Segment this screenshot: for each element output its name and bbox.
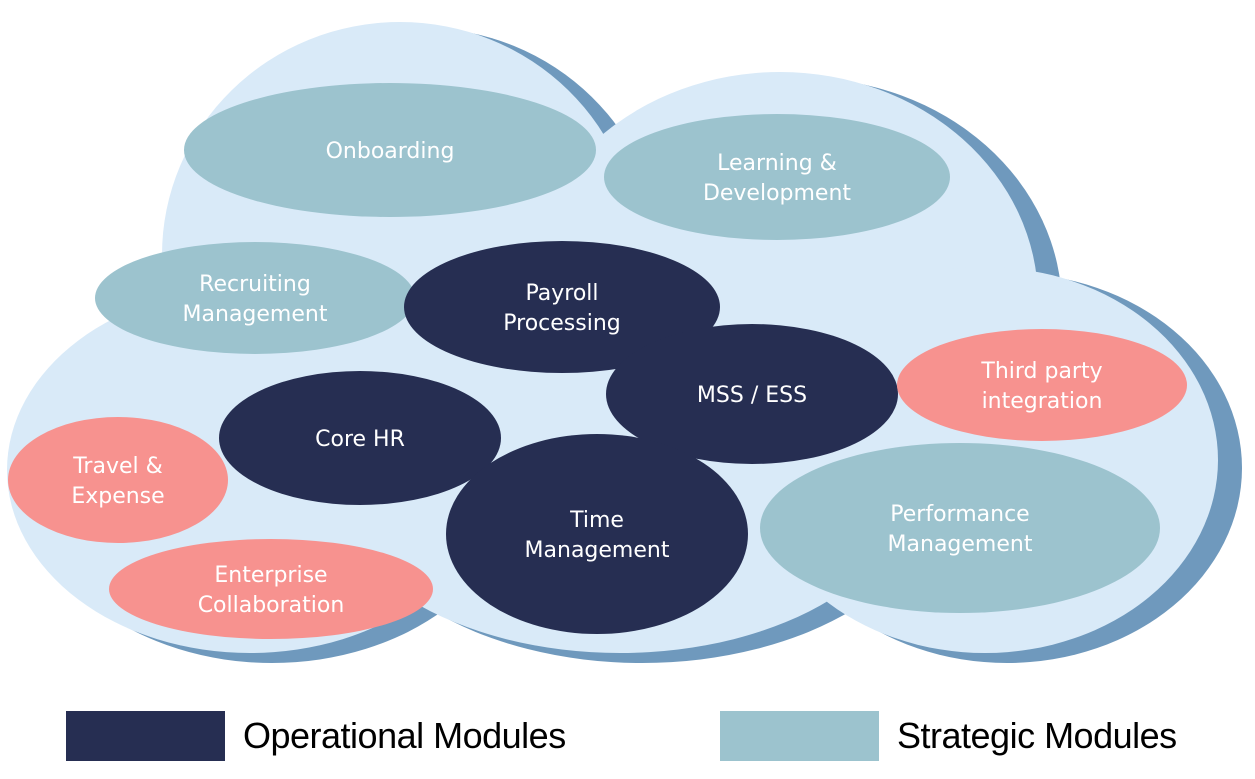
module-travel-expense: Travel & Expense — [8, 417, 228, 543]
module-mss-ess: MSS / ESS — [606, 324, 898, 464]
legend-label-strategic: Strategic Modules — [897, 715, 1177, 756]
hr-cloud-diagram: Onboarding Learning & DevelopmentRecruitin… — [7, 22, 1242, 663]
legend-item-operational: Operational Modules — [66, 711, 566, 761]
module-label: Enterprise — [214, 563, 327, 588]
module-ellipse — [897, 329, 1187, 441]
legend-swatch-operational — [66, 711, 225, 761]
module-ellipse — [760, 443, 1160, 613]
module-ellipse — [184, 83, 596, 217]
module-label: Time — [569, 508, 624, 533]
module-label: Learning & — [717, 151, 837, 176]
legend-swatch-strategic — [720, 711, 879, 761]
module-ellipse — [606, 324, 898, 464]
module-ellipse — [109, 539, 433, 639]
module-label: Management — [525, 538, 670, 563]
module-learning-development: Learning & Development — [604, 114, 950, 240]
module-label: Processing — [503, 311, 620, 336]
module-label: Onboarding — [326, 139, 455, 164]
module-label: Travel & — [72, 454, 163, 479]
module-label: Management — [183, 302, 328, 327]
legend-item-strategic: Strategic Modules — [720, 711, 1177, 761]
module-ellipse — [219, 371, 501, 505]
module-label: Development — [703, 181, 851, 206]
module-label: Collaboration — [198, 593, 345, 618]
module-label: Payroll — [525, 281, 598, 306]
module-ellipse — [8, 417, 228, 543]
module-third-party-integration: Third party integration — [897, 329, 1187, 441]
module-ellipse — [95, 242, 415, 354]
module-core-hr: Core HR — [219, 371, 501, 505]
module-ellipse — [446, 434, 748, 634]
module-label: Third party — [980, 359, 1102, 384]
module-ellipse — [604, 114, 950, 240]
module-label: Expense — [71, 484, 164, 509]
module-label: MSS / ESS — [697, 383, 807, 408]
module-label: Core HR — [315, 427, 405, 452]
module-label: Recruiting — [199, 272, 311, 297]
module-onboarding: Onboarding — [184, 83, 596, 217]
module-label: Management — [888, 532, 1033, 557]
module-label: Performance — [890, 502, 1029, 527]
module-ellipses: Onboarding Learning & DevelopmentRecruitin… — [8, 83, 1187, 639]
module-label: integration — [982, 389, 1103, 414]
module-ellipse — [404, 241, 720, 373]
legend-label-operational: Operational Modules — [243, 715, 566, 756]
